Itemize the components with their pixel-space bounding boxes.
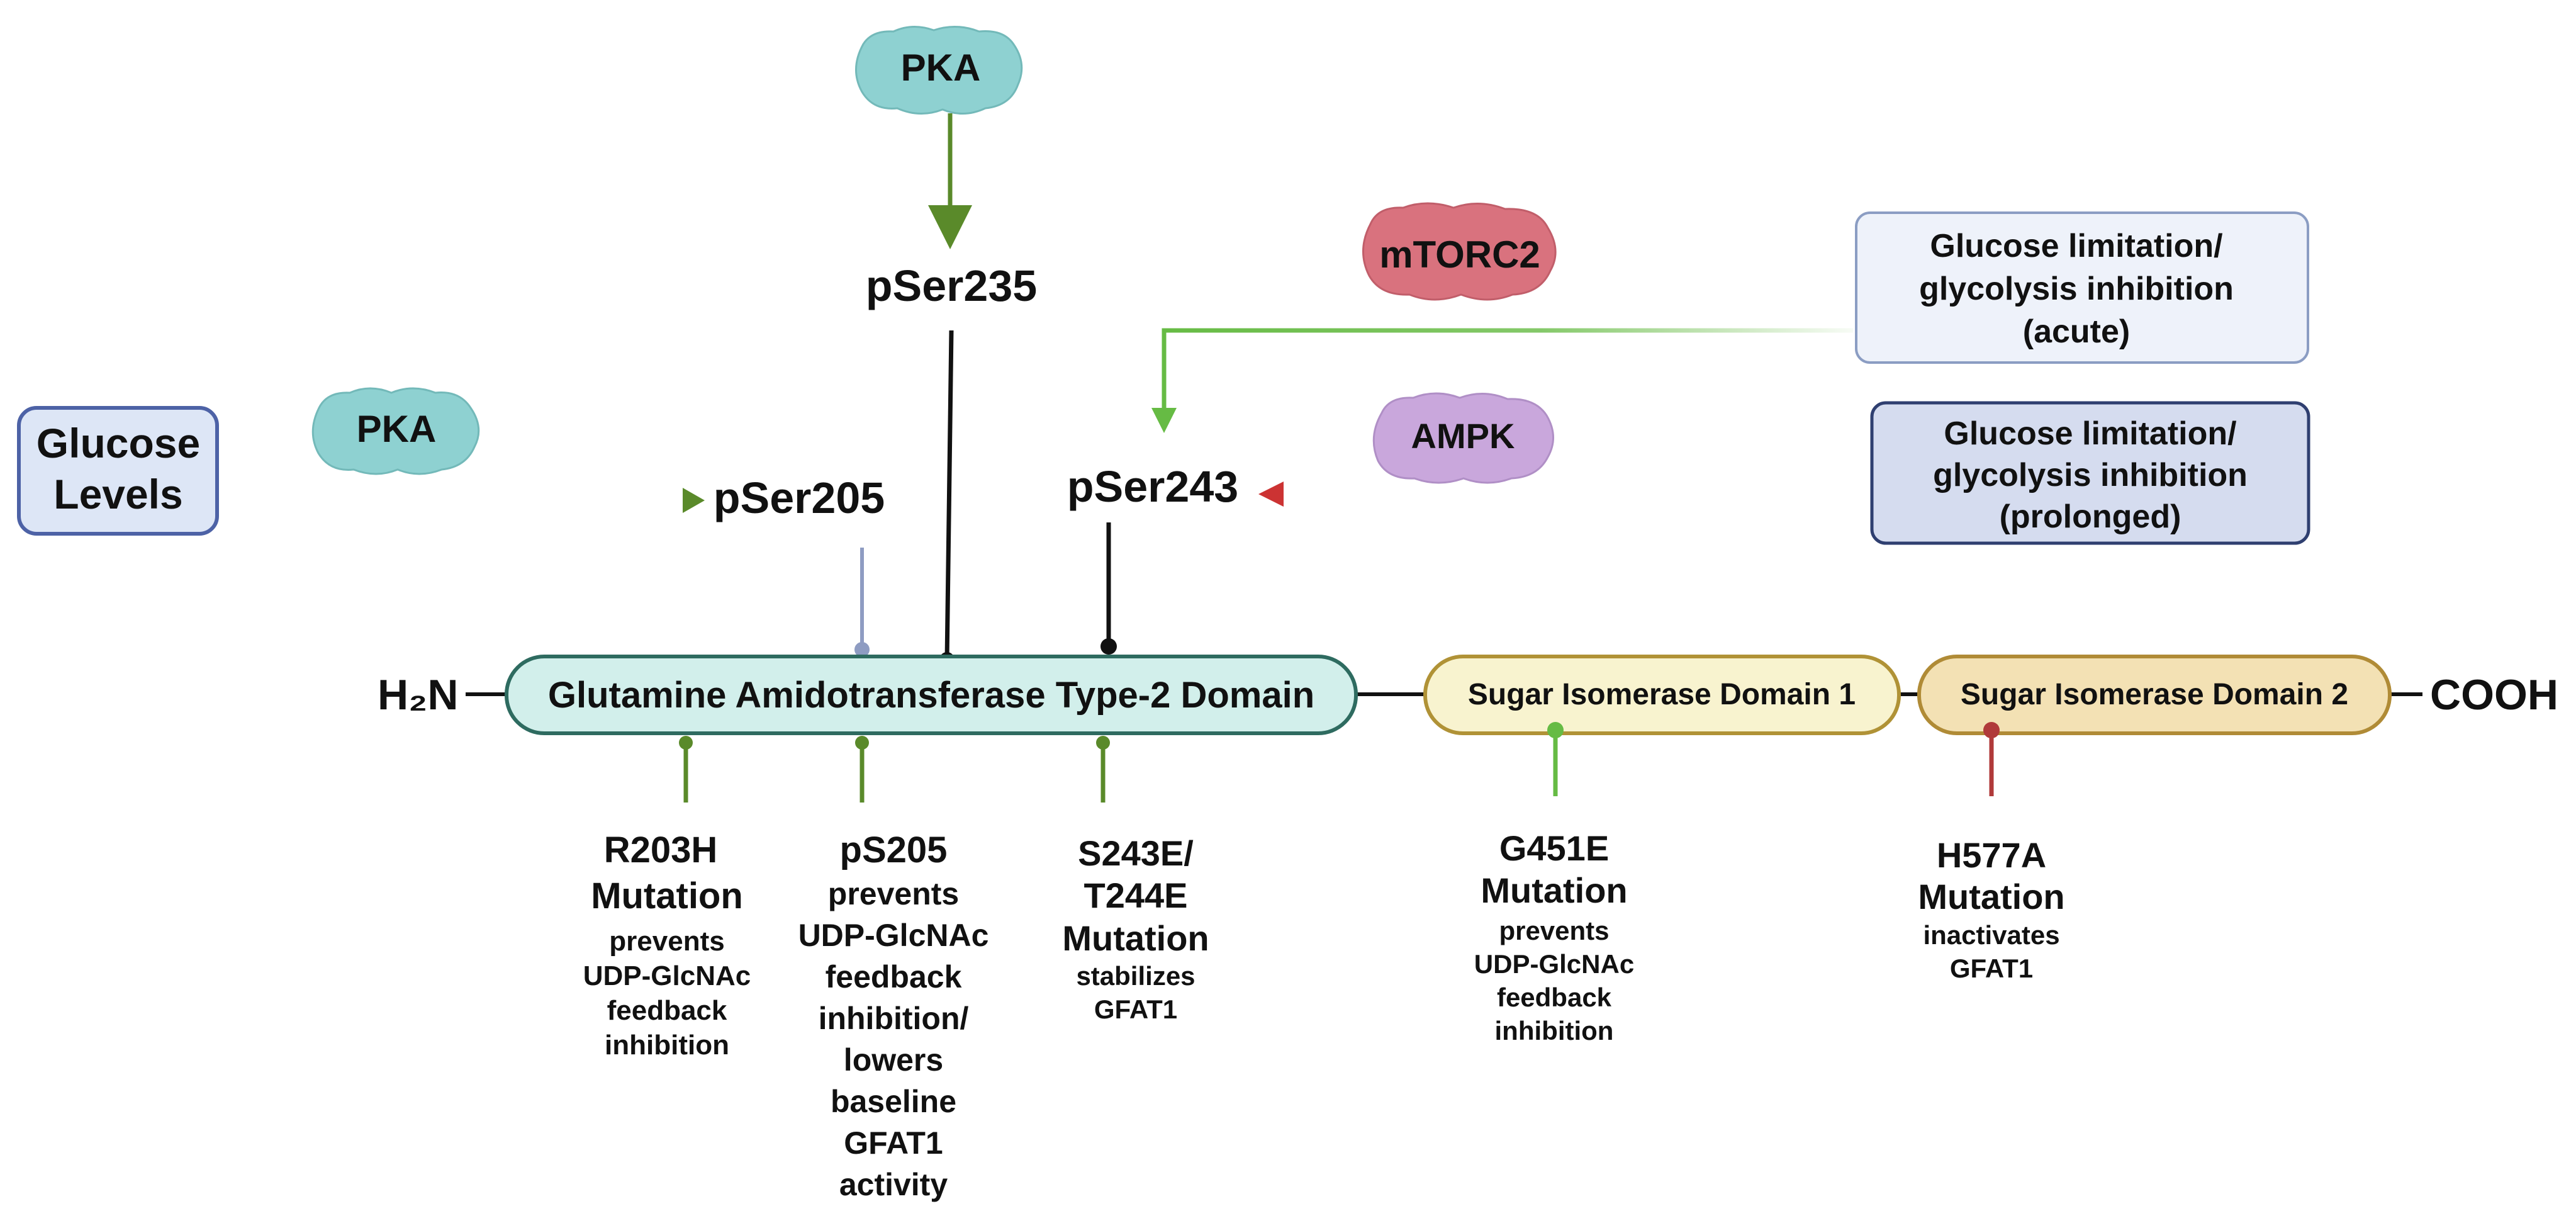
c-terminus: COOH [2430, 671, 2558, 719]
glucose-levels-box: Glucose Levels [17, 406, 219, 536]
glucose-to-pser205-arrowhead [683, 488, 705, 513]
r203h-pin-head [679, 736, 693, 750]
annotation-desc-line: UDP-GlcNAc [798, 918, 989, 953]
pser235-pin-line [944, 330, 954, 660]
annotation-title-line: T244E [1084, 876, 1188, 915]
domain-label: Glutamine Amidotransferase Type-2 Domain [548, 675, 1314, 716]
kinase-label: PKA [357, 408, 437, 450]
s243e-pin-head [1096, 736, 1110, 750]
prolonged-line3: (prolonged) [2000, 499, 2181, 535]
annotation-title-line: H577A [1937, 835, 2046, 875]
kinase-pka-top: PKA [855, 25, 1023, 115]
annotation-desc-line: stabilizes [1076, 961, 1195, 991]
pser205-pin-head [854, 642, 870, 657]
glucose-levels-line2: Levels [53, 471, 182, 517]
domain-label: Sugar Isomerase Domain 2 [1961, 678, 2348, 711]
site-pser205: pSer205 [714, 473, 885, 522]
annotation-desc-line: inhibition [605, 1030, 729, 1061]
glucose-levels-line1: Glucose [36, 420, 200, 466]
n-terminus: H₂N [378, 671, 458, 719]
annotation-ps205: pS205 prevents UDP-GlcNAc feedback inhib… [798, 830, 989, 1202]
annotation-desc-line: activity [839, 1167, 948, 1202]
annotation-desc-line: UDP-GlcNAc [583, 960, 751, 991]
annotation-r203h: R203H Mutation prevents UDP-GlcNAc feedb… [583, 830, 751, 1061]
annotation-title-line: G451E [1499, 828, 1609, 868]
annotation-desc-line: UDP-GlcNAc [1474, 949, 1634, 979]
domain-label: Sugar Isomerase Domain 1 [1468, 678, 1856, 711]
annotation-desc-line: inhibition [1495, 1016, 1614, 1045]
acute-line3: (acute) [2023, 313, 2130, 350]
h577a-pin-head [1983, 722, 2000, 738]
kinase-mtorc2: mTORC2 [1362, 202, 1557, 301]
prolonged-line2: glycolysis inhibition [1933, 457, 2248, 493]
annotation-title-line: Mutation [591, 876, 743, 916]
annotation-desc-line: GFAT1 [844, 1125, 943, 1161]
annotation-desc-line: feedback [826, 959, 962, 994]
domain-sis2: Sugar Isomerase Domain 2 [1917, 655, 2392, 735]
annotation-desc-line: lowers [844, 1042, 943, 1078]
annotation-title-line: Mutation [1918, 877, 2064, 916]
annotation-desc-line: inactivates [1923, 920, 2059, 950]
annotation-desc-line: prevents [828, 876, 959, 911]
kinase-label: AMPK [1411, 416, 1515, 456]
acute-line1: Glucose limitation/ [1930, 228, 2222, 264]
domain-gat2: Glutamine Amidotransferase Type-2 Domain [505, 655, 1358, 735]
acute-condition-box: Glucose limitation/ glycolysis inhibitio… [1855, 211, 2309, 364]
domain-sis1: Sugar Isomerase Domain 1 [1423, 655, 1901, 735]
kinase-ampk: AMPK [1372, 392, 1554, 484]
pser243-pin-head [1100, 638, 1117, 655]
kinase-label: PKA [901, 47, 981, 89]
acute-to-pser243-arrowhead [1151, 408, 1177, 433]
acute-line2: glycolysis inhibition [1919, 271, 2234, 307]
annotation-title-line: pS205 [840, 830, 948, 870]
annotation-title-line: Mutation [1481, 870, 1627, 910]
site-pser235: pSer235 [866, 261, 1037, 310]
annotation-s243e-t244e: S243E/ T244E Mutation stabilizes GFAT1 [1062, 833, 1209, 1024]
kinase-label: mTORC2 [1379, 234, 1540, 276]
prolonged-to-pser243-arrowhead [1258, 482, 1284, 507]
annotation-desc-line: feedback [1497, 983, 1612, 1012]
site-pser243: pSer243 [1067, 462, 1238, 511]
annotation-desc-line: baseline [831, 1084, 956, 1119]
ps205-pin-head [855, 736, 869, 750]
annotation-title-line: S243E/ [1078, 833, 1194, 873]
annotation-desc-line: inhibition/ [819, 1001, 969, 1036]
prolonged-condition-box: Glucose limitation/ glycolysis inhibitio… [1870, 401, 2310, 545]
annotation-g451e: G451E Mutation prevents UDP-GlcNAc feedb… [1474, 828, 1634, 1045]
annotation-desc-line: prevents [1499, 916, 1609, 945]
annotation-desc-line: GFAT1 [1950, 954, 2033, 983]
annotation-desc-line: prevents [609, 926, 724, 957]
prolonged-line1: Glucose limitation/ [1944, 415, 2236, 452]
annotation-title-line: R203H [604, 830, 718, 870]
annotation-desc-line: GFAT1 [1094, 994, 1177, 1024]
annotation-h577a: H577A Mutation inactivates GFAT1 [1918, 835, 2064, 983]
g451e-pin-head [1547, 722, 1564, 738]
kinase-pka-left: PKA [311, 387, 480, 475]
annotation-desc-line: feedback [607, 995, 727, 1026]
annotation-title-line: Mutation [1062, 918, 1209, 958]
